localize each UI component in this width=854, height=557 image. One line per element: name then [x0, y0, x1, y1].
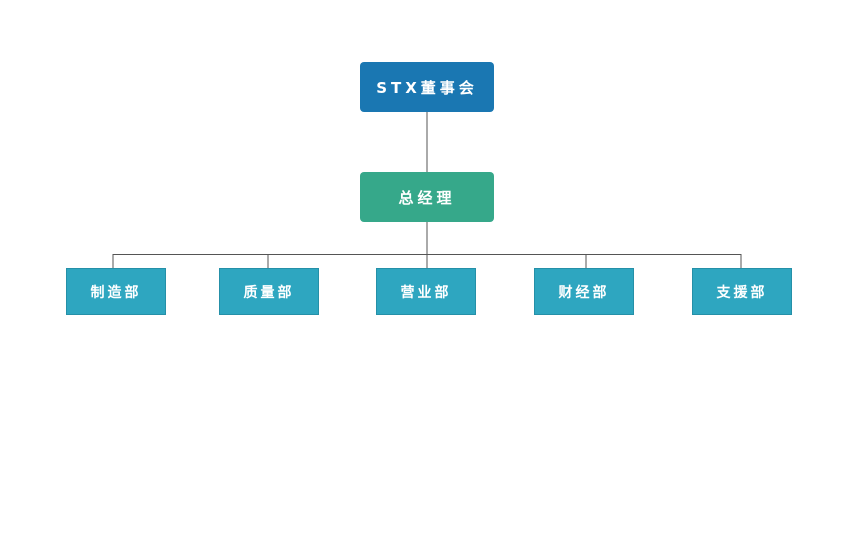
board-label: STX董事会 [376, 78, 478, 97]
department-node-finance[interactable]: 财经部 [534, 268, 634, 315]
department-node-support[interactable]: 支援部 [692, 268, 792, 315]
department-label: 制造部 [90, 284, 142, 301]
department-node-quality[interactable]: 质量部 [219, 268, 319, 315]
department-label: 财经部 [558, 284, 610, 301]
general-manager-label: 总经理 [398, 188, 456, 207]
board-node[interactable]: STX董事会 [360, 62, 494, 112]
department-node-manufacturing[interactable]: 制造部 [66, 268, 166, 315]
general-manager-node[interactable]: 总经理 [360, 172, 494, 222]
department-label: 质量部 [243, 284, 295, 301]
department-node-sales[interactable]: 营业部 [376, 268, 476, 315]
department-label: 营业部 [400, 284, 452, 301]
department-label: 支援部 [716, 284, 768, 301]
